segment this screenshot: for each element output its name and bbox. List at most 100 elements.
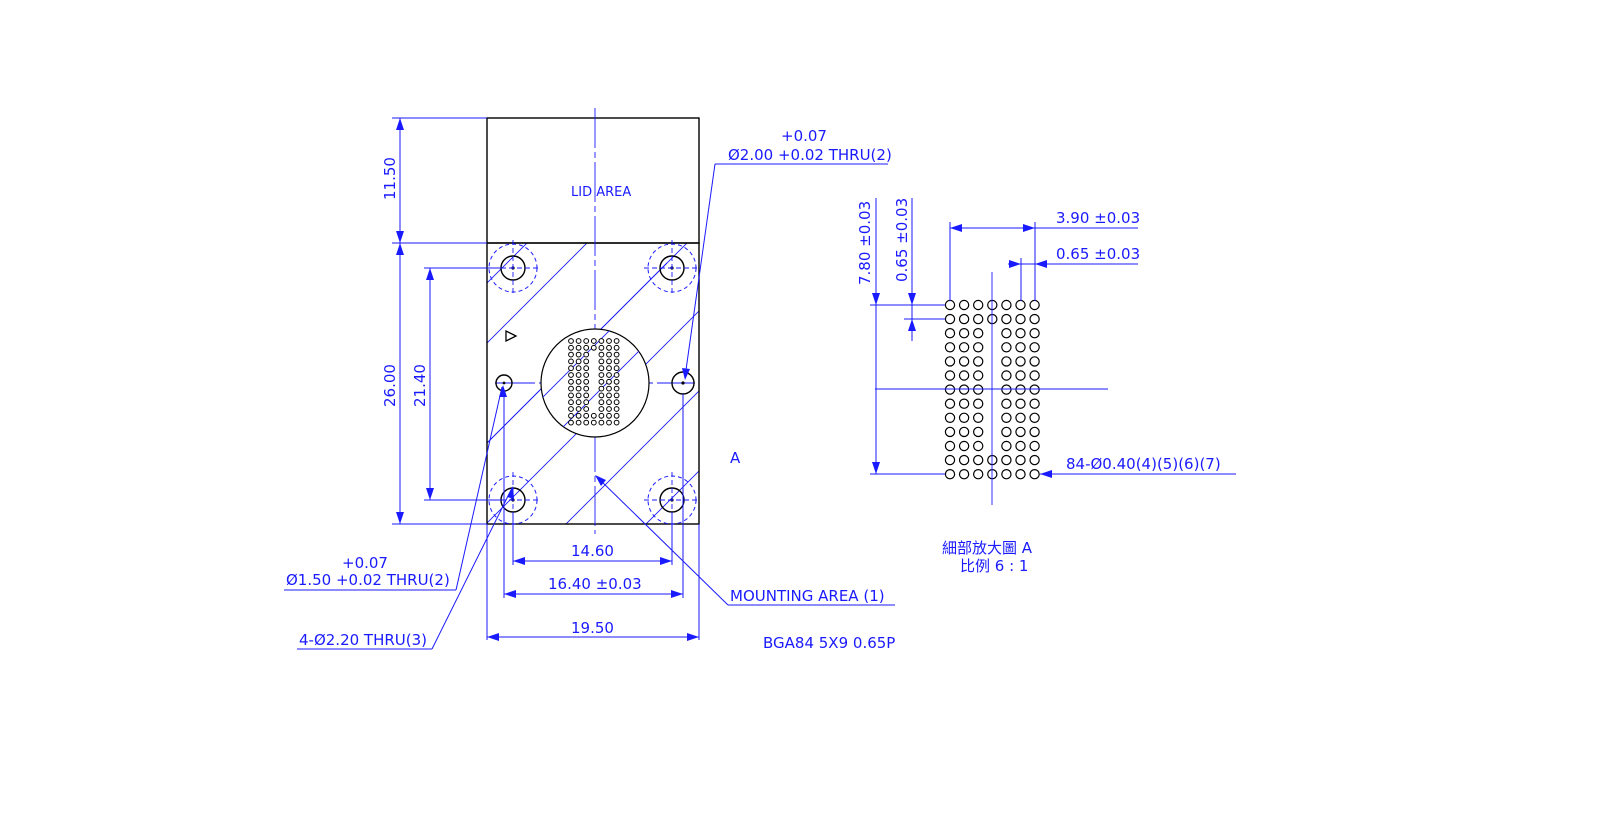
mini-bga-ball: [606, 412, 612, 419]
bga-ball: [1015, 384, 1026, 395]
bga-ball: [973, 454, 984, 466]
socket-top-view: LID AREA: [485, 108, 700, 534]
mini-bga-ball: [613, 385, 620, 392]
callout-locating-hole-bottom: Ø1.50 +0.02 THRU(2): [286, 571, 450, 589]
bga-ball: [1001, 299, 1012, 311]
mini-bga-ball: [583, 406, 590, 412]
bga-ball: [958, 440, 970, 452]
dim-hole-pitch-vertical: 21.40: [411, 364, 429, 407]
mini-bga-balls: [568, 338, 620, 426]
bga-ball: [1001, 454, 1012, 466]
mini-bga-ball: [606, 338, 612, 344]
bga-ball: [958, 398, 970, 409]
bga-ball: [1001, 384, 1012, 395]
detail-view-a: 7.80 ±0.03 0.65 ±0.03 3.90 ±0.03 0.65 ±0…: [856, 198, 1236, 575]
mini-bga-ball: [590, 338, 597, 344]
mini-bga-ball: [568, 358, 574, 365]
mini-bga-ball: [598, 378, 605, 385]
mini-bga-ball: [606, 399, 612, 406]
bga-ball: [973, 440, 984, 452]
mini-bga-ball: [606, 392, 612, 399]
bga-ball: [944, 398, 956, 409]
bga-ball: [944, 342, 956, 353]
mini-bga-ball: [575, 419, 582, 426]
mini-bga-ball: [598, 385, 605, 392]
mini-bga-ball: [575, 399, 582, 406]
mini-bga-ball: [606, 406, 612, 412]
mini-bga-ball: [613, 344, 620, 351]
mini-bga-ball: [598, 406, 605, 412]
mini-bga-ball: [583, 344, 590, 351]
bga-ball: [973, 328, 984, 339]
mini-bga-ball: [583, 372, 590, 378]
bga-ball: [958, 313, 970, 325]
bga-ball: [1015, 370, 1026, 381]
bga-ball: [1015, 342, 1026, 353]
mini-bga-ball: [575, 378, 582, 385]
mini-bga-ball: [598, 399, 605, 406]
mini-bga-ball: [590, 419, 597, 426]
bga-ball: [1029, 313, 1040, 325]
mini-bga-ball: [598, 338, 605, 344]
bga-ball: [1001, 328, 1012, 339]
bga-ball: [973, 299, 984, 311]
socket-body-outline: [486, 242, 700, 525]
mini-bga-ball: [598, 358, 605, 365]
callout-ball-size: 84-Ø0.40(4)(5)(6)(7): [1066, 455, 1221, 473]
package-label: BGA84 5X9 0.65P: [763, 634, 895, 652]
bga-ball: [1001, 440, 1012, 452]
bga-ball: [944, 440, 956, 452]
mini-bga-ball: [590, 412, 597, 419]
mounting-area: [540, 328, 650, 438]
bga-ball: [958, 454, 970, 466]
bga-ball: [1001, 313, 1012, 325]
bga-ball: [958, 356, 970, 367]
bga-ball: [958, 412, 970, 423]
bga-ball: [1015, 412, 1026, 423]
lid-area-outline: [486, 117, 700, 244]
bga-ball: [973, 412, 984, 423]
mini-bga-ball: [613, 338, 620, 344]
detail-scale: 比例 6 : 1: [960, 557, 1028, 575]
dim-column-pitch: 0.65 ±0.03: [1056, 245, 1140, 263]
bga-ball: [1015, 313, 1026, 325]
bga-ball: [973, 370, 984, 381]
mini-bga-ball: [606, 378, 612, 385]
bga-ball: [1029, 426, 1040, 438]
callout-mounting-area: MOUNTING AREA (1): [730, 587, 885, 605]
bga-ball: [1029, 328, 1040, 339]
main-view-dimensions: 11.50 26.00 21.40 14.60 16.40 ±0.03 19.: [381, 117, 700, 641]
mini-bga-ball: [613, 419, 620, 426]
bga-ball: [973, 426, 984, 438]
mini-bga-ball: [568, 365, 574, 372]
dim-hole-pitch-inner: 14.60: [571, 542, 614, 560]
pin1-triangle-icon: [505, 329, 518, 343]
mini-bga-ball: [583, 338, 590, 344]
mini-bga-ball: [606, 358, 612, 365]
mini-bga-ball: [568, 392, 574, 399]
dim-row-span: 7.80 ±0.03: [856, 201, 874, 285]
mini-bga-ball: [568, 385, 574, 392]
bga-ball: [1029, 454, 1040, 466]
bga-ball: [1001, 398, 1012, 409]
bga-ball: [1015, 398, 1026, 409]
dim-hole-pitch-outer: 16.40 ±0.03: [548, 575, 642, 593]
bga-ball: [1015, 299, 1026, 311]
mini-bga-ball: [583, 351, 590, 358]
lid-area-label: LID AREA: [571, 185, 631, 200]
callout-top-tolerance: +0.07: [781, 127, 827, 145]
mini-bga-ball: [613, 392, 620, 399]
mini-bga-ball: [583, 412, 590, 419]
mini-bga-ball: [575, 358, 582, 365]
mini-bga-ball: [590, 344, 597, 351]
mini-bga-ball: [598, 419, 605, 426]
mini-bga-ball: [606, 419, 612, 426]
mounting-hole-tr: [644, 240, 700, 296]
bga-ball: [973, 398, 984, 409]
mini-bga-ball: [568, 378, 574, 385]
mini-bga-ball: [568, 419, 574, 426]
mini-bga-ball: [598, 392, 605, 399]
bga-ball: [973, 313, 984, 325]
bga-ball: [944, 370, 956, 381]
mini-bga-ball: [575, 392, 582, 399]
